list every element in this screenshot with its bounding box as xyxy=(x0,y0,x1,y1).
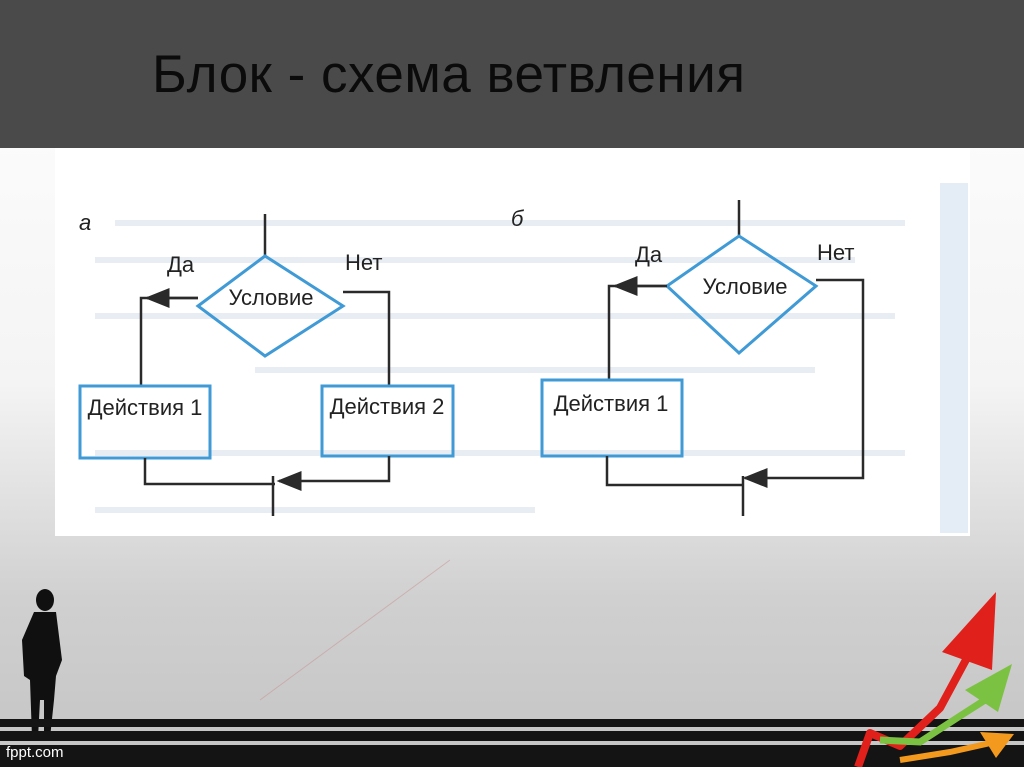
diagram-a-tag: а xyxy=(79,210,91,235)
stripe-1 xyxy=(0,719,1024,727)
a-no-connector xyxy=(343,290,391,386)
flowchart-panel: а Условие Да Нет Действия 1 Действия 2 xyxy=(55,148,970,536)
diagram-b-tag: б xyxy=(511,206,525,231)
stripe-2 xyxy=(0,731,1024,741)
flowchart-b: б Условие Да Нет Действия 1 xyxy=(511,200,865,516)
stripe-3 xyxy=(0,745,1024,767)
a-condition-diamond xyxy=(195,254,346,358)
a-action-1-label: Действия 1 xyxy=(88,395,203,420)
b-merge-left xyxy=(605,456,743,487)
man-silhouette xyxy=(22,589,62,738)
background-text-ghost xyxy=(95,220,905,513)
a-condition-label: Условие xyxy=(228,285,313,310)
growth-arrows-icon xyxy=(854,592,1014,767)
scan-edge-strip xyxy=(940,183,968,533)
a-merge-left xyxy=(143,458,275,486)
footer-watermark: fppt.com xyxy=(6,744,64,761)
a-action-2-box xyxy=(320,384,455,458)
b-no-connector xyxy=(742,278,865,488)
flowchart-a: а Условие Да Нет Действия 1 Действия 2 xyxy=(78,210,455,516)
b-no-label: Нет xyxy=(817,240,854,265)
a-no-label: Нет xyxy=(345,250,382,275)
b-yes-label: Да xyxy=(635,242,663,267)
b-condition-label: Условие xyxy=(702,274,787,299)
b-action-1-box xyxy=(540,378,684,458)
b-action-1-label: Действия 1 xyxy=(554,391,669,416)
a-action-2-label: Действия 2 xyxy=(330,394,445,419)
b-condition-diamond xyxy=(664,234,819,356)
flowchart-svg: а Условие Да Нет Действия 1 Действия 2 xyxy=(78,183,968,533)
decor-line xyxy=(259,559,451,701)
a-merge-right xyxy=(276,456,391,491)
a-yes-label: Да xyxy=(167,252,195,277)
slide-title: Блок - схема ветвления xyxy=(152,45,746,104)
title-bar: Блок - схема ветвления xyxy=(0,0,1024,148)
